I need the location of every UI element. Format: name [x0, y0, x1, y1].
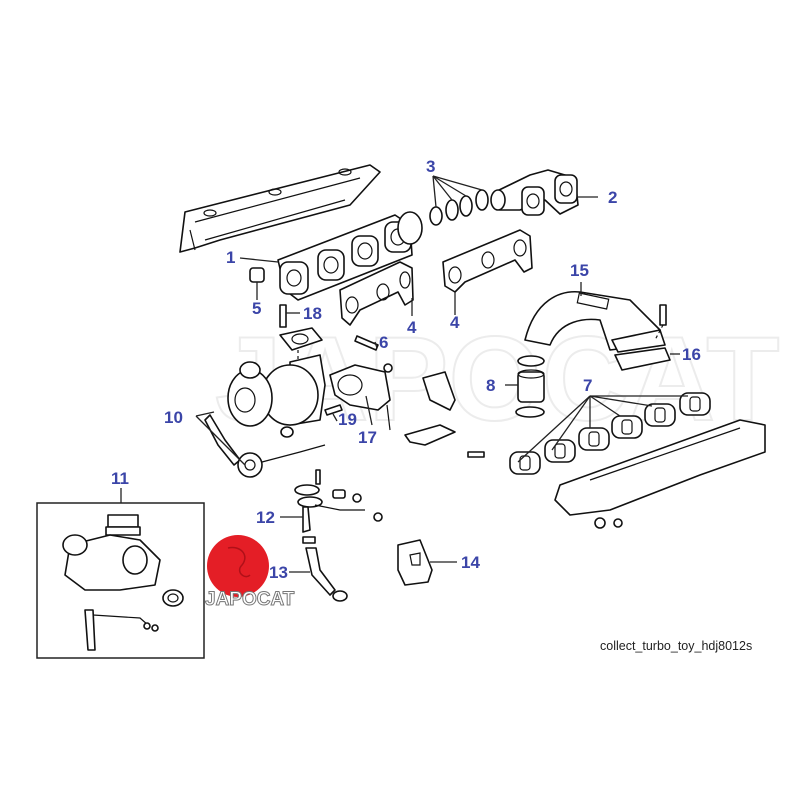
callout-1: 1: [226, 248, 235, 267]
callout-15: 15: [570, 261, 589, 280]
callout-16: 16: [682, 345, 701, 364]
intake-gasket: [614, 347, 671, 371]
subassembly-box: [36, 502, 205, 659]
japocat-logo: JAPOCAT: [205, 535, 295, 611]
manifold-gasket-right: [442, 229, 533, 293]
callout-4b: 4: [450, 313, 460, 332]
diagram-caption: collect_turbo_toy_hdj8012s: [600, 639, 752, 653]
logo-circle: [207, 535, 269, 597]
callout-13: 13: [269, 563, 288, 582]
port-gaskets: [509, 392, 711, 475]
intake-manifold: [554, 419, 766, 529]
bracket: [397, 539, 433, 586]
callout-14: 14: [461, 553, 480, 572]
stud-19: [324, 404, 343, 416]
callout-6: 6: [379, 333, 388, 352]
nut: [249, 267, 265, 283]
stud-18: [279, 304, 287, 328]
callout-7: 7: [583, 376, 592, 395]
stud-6: [354, 335, 379, 351]
callout-18: 18: [303, 304, 322, 323]
oil-pipe: [294, 469, 383, 533]
exhaust-manifold: [277, 211, 423, 301]
callout-10: 10: [164, 408, 183, 427]
intake-pipe: [524, 290, 667, 353]
leader-lines: [120, 175, 688, 573]
exhaust-manifold-rear: [490, 169, 579, 216]
callout-11: 11: [111, 469, 129, 488]
callout-2: 2: [608, 188, 617, 207]
bracket-small: [422, 371, 456, 411]
callout-5: 5: [252, 299, 261, 318]
oil-return-hose: [302, 536, 348, 602]
manifold-rings: [429, 189, 489, 226]
logo-text: JAPOCAT: [205, 589, 295, 610]
turbo-gasket: [279, 327, 323, 351]
manifold-gasket-left: [339, 261, 414, 326]
plate: [404, 424, 456, 446]
turbine-elbow: [329, 363, 393, 431]
callout-19: 19: [338, 410, 357, 429]
turbocharger: [204, 354, 326, 478]
callout-3: 3: [426, 157, 435, 176]
bolt-small: [467, 451, 485, 458]
callout-4: 4: [407, 318, 417, 337]
hose: [515, 355, 545, 418]
callout-12: 12: [256, 508, 275, 527]
callout-17: 17: [358, 428, 377, 447]
callout-8: 8: [486, 376, 495, 395]
heat-shield: [179, 164, 381, 253]
